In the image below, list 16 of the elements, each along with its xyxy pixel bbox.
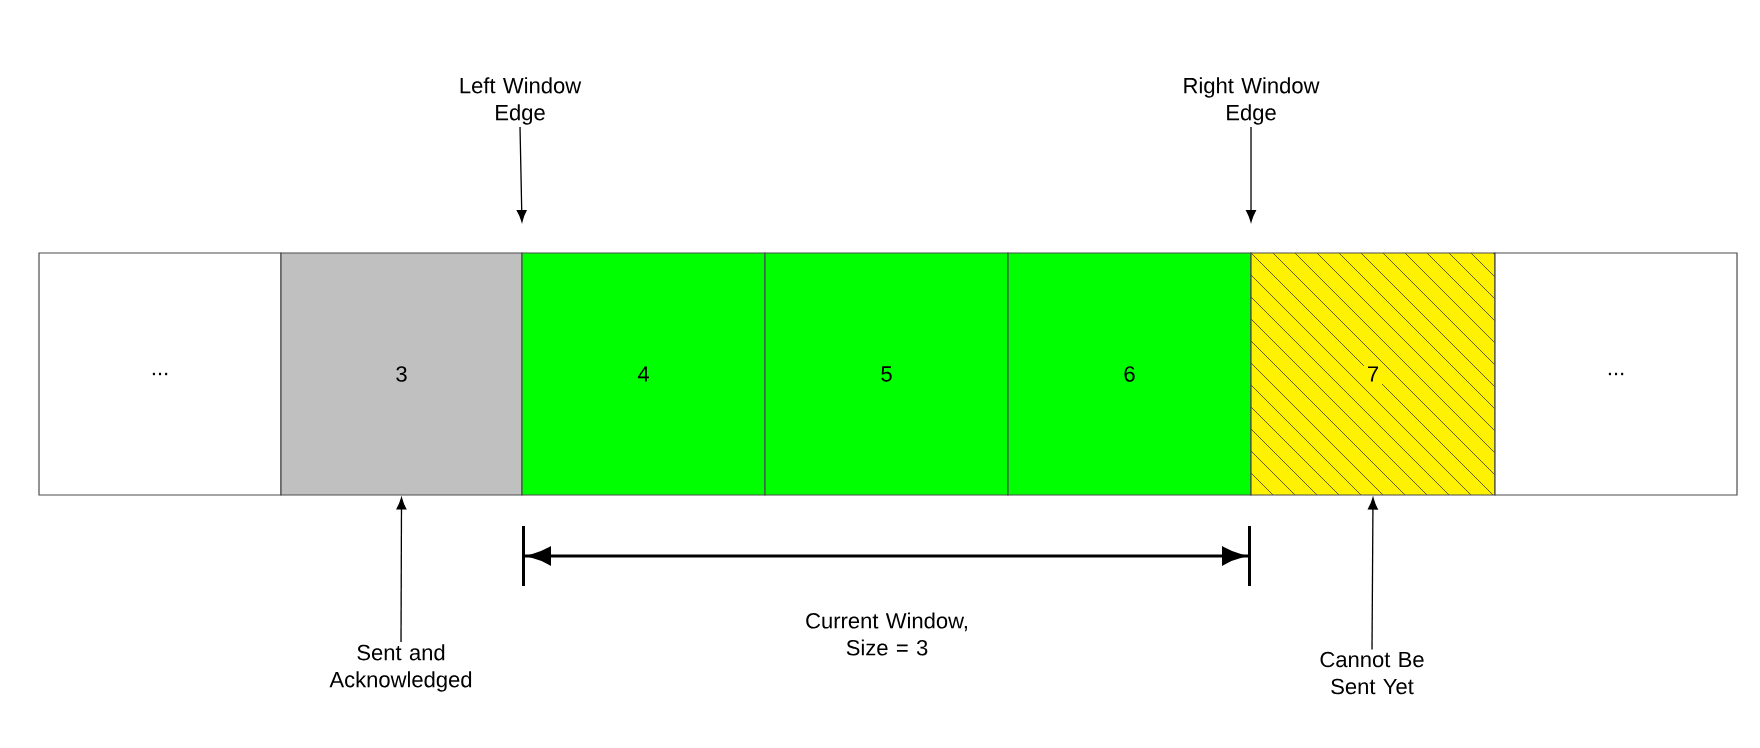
annotation-text: Right Window Edge [1184, 77, 1320, 125]
annotation-text: Left Window Edge [460, 77, 582, 125]
annotation-text: Cannot Be Sent Yet [1320, 651, 1424, 695]
packet-cell: 4 [521, 252, 766, 496]
annotation-text: Sent and Acknowledged [329, 644, 472, 692]
window-size-label: Current Window, Size = 3 [806, 612, 967, 656]
hatched-packet-cell: 7 [1250, 252, 1496, 496]
arrow [516, 126, 527, 223]
packet-cell: ... [38, 252, 282, 496]
packet-cell: 6 [1007, 252, 1252, 496]
packet-cell: 5 [764, 252, 1009, 496]
arrow [1367, 497, 1378, 651]
packet-cell: ... [1494, 252, 1738, 496]
arrow [396, 497, 407, 643]
arrow [1246, 126, 1256, 223]
packet-cell: 3 [280, 252, 523, 496]
